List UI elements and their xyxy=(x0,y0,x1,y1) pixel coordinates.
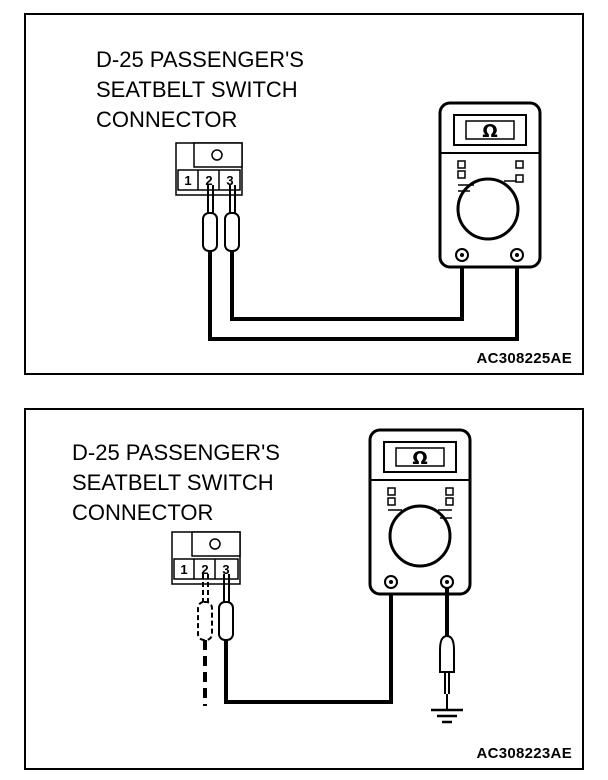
connector-d25: 1 2 3 xyxy=(171,531,241,585)
ohm-symbol: Ω xyxy=(482,121,497,142)
connector-latch-icon xyxy=(211,149,223,161)
pin-2-label: 2 xyxy=(201,562,208,577)
diagram-panel-2: D-25 PASSENGER'S SEATBELT SWITCH CONNECT… xyxy=(24,408,584,770)
meter-dial-icon xyxy=(388,504,452,568)
ohmmeter: Ω xyxy=(368,428,472,596)
ohm-symbol: Ω xyxy=(412,448,427,469)
title-line-2: SEATBELT SWITCH xyxy=(96,77,298,102)
title-line-1: D-25 PASSENGER'S xyxy=(72,440,280,465)
diagram-panel-1: D-25 PASSENGER'S SEATBELT SWITCH CONNECT… xyxy=(24,13,584,375)
ground-icon xyxy=(431,708,463,724)
ground-probe xyxy=(439,588,455,710)
pin-2-label: 2 xyxy=(205,173,212,188)
pin-1-label: 1 xyxy=(180,562,187,577)
test-probe-pin2-dashed xyxy=(197,574,213,706)
figure-code: AC308223AE xyxy=(476,745,572,762)
title-line-2: SEATBELT SWITCH xyxy=(72,470,274,495)
pin-1-label: 1 xyxy=(184,173,191,188)
circuit-diagram-2: 1 2 3 Ω xyxy=(171,428,472,724)
connector-latch-icon xyxy=(209,538,221,550)
connector-title: D-25 PASSENGER'S SEATBELT SWITCH CONNECT… xyxy=(72,438,280,528)
title-line-3: CONNECTOR xyxy=(96,107,238,132)
pin-3-label: 3 xyxy=(222,562,229,577)
title-line-3: CONNECTOR xyxy=(72,500,214,525)
pin-3-label: 3 xyxy=(226,173,233,188)
connector-title: D-25 PASSENGER'S SEATBELT SWITCH CONNECT… xyxy=(96,45,304,135)
meter-dial-icon xyxy=(456,177,520,241)
wire-pin3-to-meter xyxy=(224,582,393,704)
title-line-1: D-25 PASSENGER'S xyxy=(96,47,304,72)
wire-pin2-to-meter xyxy=(208,251,519,341)
ohmmeter: Ω xyxy=(438,101,542,269)
test-probe-pin2 xyxy=(202,185,218,252)
connector-d25: 1 2 3 xyxy=(175,142,243,196)
circuit-diagram-1: 1 2 3 Ω xyxy=(175,101,542,341)
wire-pin3-to-meter xyxy=(230,251,464,321)
figure-code: AC308225AE xyxy=(476,350,572,367)
